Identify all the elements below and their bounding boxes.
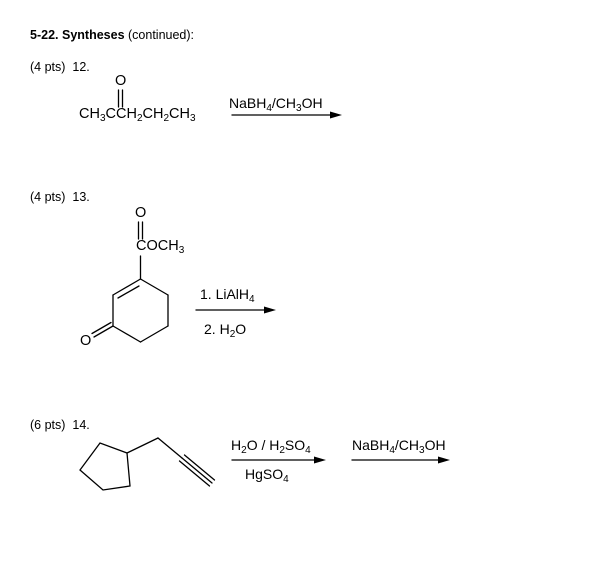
carbonyl-oxygen: O [115, 73, 127, 89]
reactant-butanone: CH3CCH2CH2CH3 [79, 106, 196, 124]
problem-number: 13. [72, 190, 90, 204]
section-header: 5-22. Syntheses (continued): [30, 28, 194, 42]
reagent-step-2: 2. H2O [204, 321, 247, 340]
section-number: 5-22. [30, 28, 59, 42]
reagent-h2o-h2so4: H2O / H2SO4 [231, 437, 311, 456]
problem-14-label: (6 pts) 14. [30, 418, 90, 432]
section-title: Syntheses [61, 28, 125, 42]
reagent-step-1: 1. LiAlH4 [200, 286, 255, 305]
reaction-arrow-14a [231, 456, 326, 464]
cyclopentane-ring [79, 442, 131, 491]
reaction-arrow-13 [195, 306, 276, 314]
problem-number: 14. [72, 418, 90, 432]
ketone-oxygen: O [80, 333, 92, 349]
problem-12-label: (4 pts) 12. [30, 60, 90, 74]
reagent-nabh4-ch3oh: NaBH4/CH3OH [229, 95, 323, 114]
reaction-arrow-12 [231, 111, 342, 119]
problem-points: (6 pts) [30, 418, 66, 432]
reagent-nabh4-ch3oh-2: NaBH4/CH3OH [352, 437, 446, 456]
problem-number: 12. [72, 60, 90, 74]
ester-double-bond [137, 221, 144, 240]
ester-carbonyl-oxygen: O [135, 205, 147, 221]
problem-13-label: (4 pts) 13. [30, 190, 90, 204]
cyclohexenone-ring [91, 278, 169, 343]
reaction-arrow-14b [351, 456, 450, 464]
carbonyl-double-bond [117, 89, 124, 108]
problem-points: (4 pts) [30, 60, 66, 74]
section-subtitle: (continued): [128, 28, 195, 42]
problem-points: (4 pts) [30, 190, 66, 204]
reagent-hgso4: HgSO4 [245, 466, 289, 485]
propargyl-chain [126, 437, 216, 487]
ester-group-label: COCH3 [136, 238, 185, 256]
